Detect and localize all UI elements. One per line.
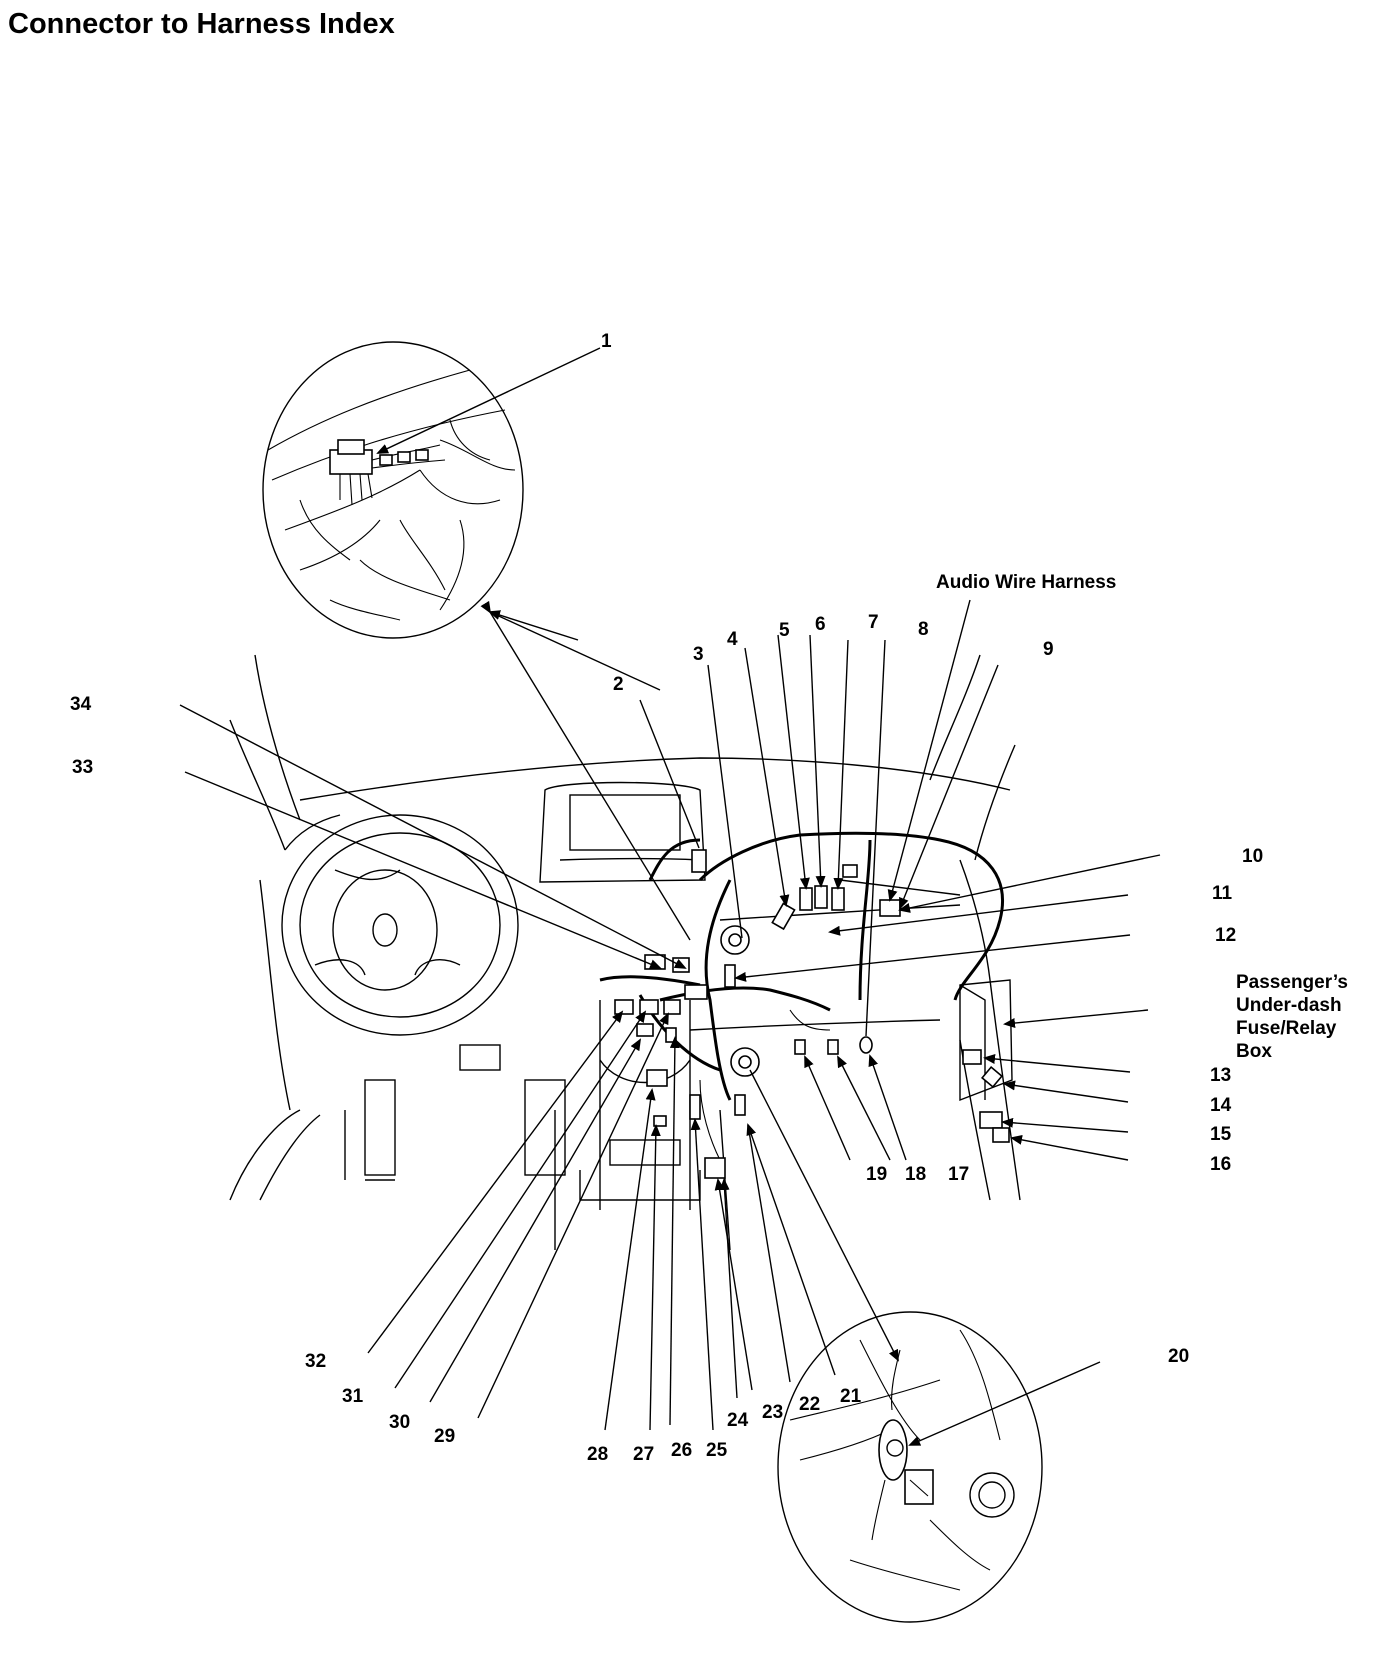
fuse-box-label-line-4: Box [1236,1041,1272,1062]
callout-34: 34 [70,694,92,715]
callout-labels: 1 2 3 4 5 6 7 8 9 10 11 12 13 14 15 16 1… [70,331,1348,1465]
callout-23: 23 [762,1402,783,1423]
fuse-box-label-line-2: Under-dash [1236,995,1342,1016]
callout-24: 24 [727,1410,749,1431]
fuse-box-label-line-3: Fuse/Relay [1236,1018,1337,1039]
callout-30: 30 [389,1412,410,1433]
callout-9: 9 [1043,639,1054,660]
callout-8: 8 [918,619,929,640]
page-title: Connector to Harness Index [8,8,395,40]
callout-20: 20 [1168,1346,1189,1367]
detail-view-connector-20 [777,1311,1043,1623]
callout-12: 12 [1215,925,1236,946]
callout-15: 15 [1210,1124,1232,1145]
callout-19: 19 [866,1164,887,1185]
callout-6: 6 [815,614,826,635]
audio-wire-harness-label: Audio Wire Harness [936,572,1116,593]
callout-32: 32 [305,1351,326,1372]
fuse-box-label-line-1: Passenger’s [1236,972,1348,993]
callout-33: 33 [72,757,93,778]
callout-11: 11 [1212,883,1233,904]
callout-14: 14 [1210,1095,1232,1116]
detail-view-connector-1 [262,341,524,639]
callout-29: 29 [434,1426,455,1447]
passengers-fuse-box-label: Passenger’s Under-dash Fuse/Relay Box [1236,972,1348,1062]
callout-16: 16 [1210,1154,1231,1175]
callout-10: 10 [1242,846,1263,867]
callout-1: 1 [601,331,612,352]
callout-4: 4 [727,629,738,650]
callout-21: 21 [840,1386,862,1407]
callout-5: 5 [779,620,790,641]
callout-22: 22 [799,1394,820,1415]
callout-31: 31 [342,1386,364,1407]
callout-7: 7 [868,612,879,633]
leader-lines [179,347,1161,1446]
callout-25: 25 [706,1440,728,1461]
callout-18: 18 [905,1164,926,1185]
callout-3: 3 [693,644,704,665]
callout-26: 26 [671,1440,692,1461]
callout-28: 28 [587,1444,608,1465]
wire-harness [599,831,1004,1161]
callout-17: 17 [948,1164,969,1185]
dashboard-outline [229,654,1021,1251]
callout-27: 27 [633,1444,654,1465]
callout-13: 13 [1210,1065,1231,1086]
callout-2: 2 [613,674,624,695]
